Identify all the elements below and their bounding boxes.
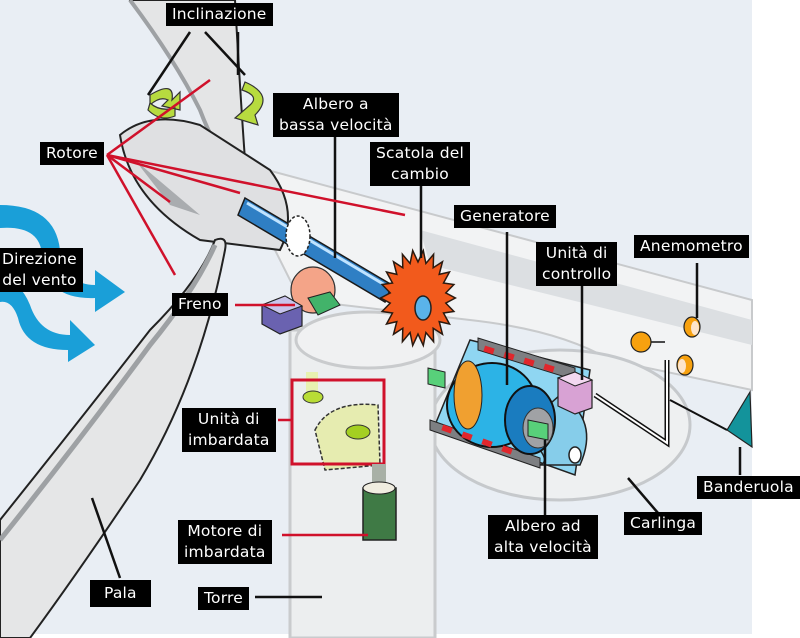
label-freno: Freno <box>172 293 228 316</box>
red-leader-lines <box>105 78 406 537</box>
gearbox <box>379 248 457 348</box>
label-albero-ad-alta-velocita: Albero ad alta velocità <box>488 515 598 559</box>
lower-blade-edge <box>0 243 218 542</box>
label-unita-di-controllo: Unità di controllo <box>536 242 618 286</box>
leader-lines <box>90 31 742 599</box>
label-banderuola: Banderuola <box>697 476 800 499</box>
label-scatola-del-cambio: Scatola del cambio <box>370 142 471 186</box>
label-inclinazione: Inclinazione <box>166 3 273 26</box>
yaw-drive <box>290 372 386 471</box>
generator-bars <box>441 345 555 455</box>
generator <box>427 337 591 477</box>
yaw-motor <box>362 464 397 541</box>
label-direzione-del-vento: Direzione del vento <box>0 248 83 292</box>
control-unit <box>556 371 594 415</box>
label-unita-di-imbardata: Unità di imbardata <box>182 408 276 452</box>
lower-blade <box>0 237 227 638</box>
low-speed-shaft <box>237 196 393 304</box>
label-anemometro: Anemometro <box>634 235 749 258</box>
wind-vane <box>669 389 753 449</box>
anemometer <box>593 316 701 448</box>
label-generatore: Generatore <box>454 205 556 228</box>
rotor-hub-shade <box>135 160 200 215</box>
label-rotore: Rotore <box>40 142 104 165</box>
label-motore-di-imbardata: Motore di imbardata <box>178 520 272 564</box>
label-albero-bassa-velocita: Albero a bassa velocità <box>273 93 399 137</box>
label-carlinga: Carlinga <box>624 512 703 535</box>
label-torre: Torre <box>198 587 249 610</box>
label-pala: Pala <box>90 580 151 607</box>
tower <box>288 310 442 638</box>
brake <box>260 266 341 335</box>
wind-direction-arrows <box>0 205 125 362</box>
